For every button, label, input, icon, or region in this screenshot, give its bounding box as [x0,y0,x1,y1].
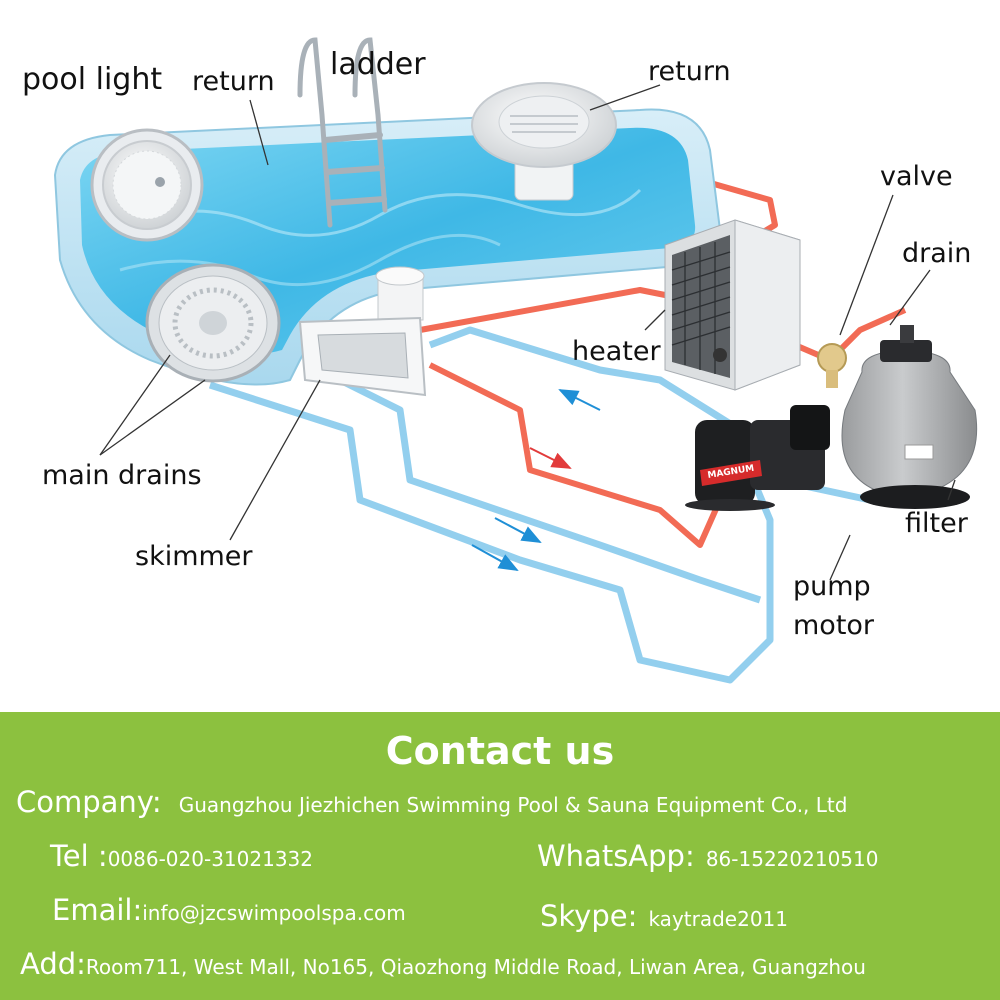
company-row: Company: Guangzhou Jiezhichen Swimming P… [16,788,847,817]
label-return-right: return [648,56,731,87]
email-value[interactable]: info@jzcswimpoolspa.com [142,901,406,925]
address-label: Add: [20,947,86,981]
tel-label: Tel : [50,839,108,873]
label-skimmer: skimmer [135,541,253,572]
flow-arrow-blue-2 [494,517,542,543]
label-filter: filter [905,508,968,539]
tel-value[interactable]: 0086-020-31021332 [107,847,313,871]
pump-motor: MAGNUM [685,405,830,511]
pool-system-diagram: MAGNUM pool light return ladder return [22,37,978,684]
address-row: Add:Room711, West Mall, No165, Qiaozhong… [20,950,866,979]
company-value: Guangzhou Jiezhichen Swimming Pool & Sau… [178,793,848,817]
tel-row: Tel :0086-020-31021332 [50,842,313,871]
label-heater: heater [572,336,661,367]
whatsapp-label: WhatsApp: [537,839,695,873]
leader-lines [99,84,956,581]
skype-row: Skype: kaytrade2011 [540,902,788,931]
label-ladder: ladder [330,47,426,82]
hot-pipe-heater [419,287,691,333]
flow-arrow-red-1 [529,447,572,469]
email-label: Email: [52,893,143,927]
ladder [297,37,388,228]
cold-pipe-skimmer [328,371,762,604]
label-drain: drain [902,238,972,269]
label-pump: pump [793,571,871,602]
skype-label: Skype: [540,899,638,933]
contact-title: Contact us [385,729,615,773]
pool-light [90,128,204,242]
valve [817,343,847,388]
label-return-left: return [192,66,275,97]
email-row: Email:info@jzcswimpoolspa.com [52,896,406,925]
contact-panel: Contact us Company: Guangzhou Jiezhichen… [0,712,1000,1000]
main-drain [145,263,281,383]
whatsapp-value[interactable]: 86-15220210510 [705,847,879,871]
cold-pipe-main-drain [208,381,774,684]
company-label: Company: [16,785,162,819]
label-valve: valve [880,161,953,192]
return-fitting [471,82,617,201]
filter [841,325,978,509]
skype-value[interactable]: kaytrade2011 [648,907,788,931]
hot-pipe-lower [428,362,723,548]
pool-illustration: MAGNUM [53,37,978,684]
cold-pipe-return [428,326,742,433]
whatsapp-row: WhatsApp: 86-15220210510 [537,842,878,871]
flow-arrow-blue-1 [558,389,601,411]
label-pool-light: pool light [22,62,163,97]
heater [664,219,801,391]
flow-arrow-blue-3 [471,544,519,571]
address-value: Room711, West Mall, No165, Qiaozhong Mid… [85,955,866,979]
label-main-drains: main drains [42,460,202,491]
label-motor: motor [793,610,875,641]
skimmer [298,266,427,397]
